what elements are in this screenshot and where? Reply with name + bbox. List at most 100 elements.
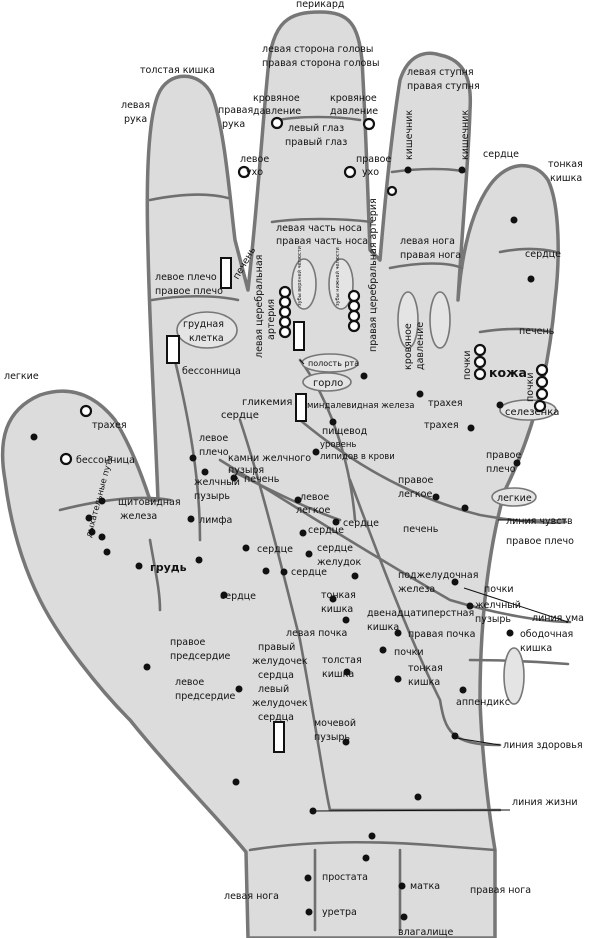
line-of-feelings [298,418,568,525]
label-trachea-1: трахея [428,398,463,409]
label-colon-2a: толстая [322,655,362,666]
label-glycemia: гликемия [242,397,292,408]
label-left-hand-1: левая [121,100,150,111]
label-left-lung-2: легкое [296,505,330,516]
label-intestine-1: кишечник [404,110,415,160]
label-kidneys-3: почки [394,647,424,658]
liver-marker [220,257,232,289]
label-right-head: правая сторона головы [262,58,379,69]
label-heart-2: сердце [221,410,259,421]
label-line-life: линия жизни [512,797,578,808]
label-vagina: влагалище [398,927,453,938]
insomnia-marker [166,335,180,364]
throat-oval [302,372,352,392]
label-chest-2: клетка [189,333,224,344]
label-left-nose: левая часть носа [276,223,362,234]
label-heart-top: сердце [483,149,519,160]
label-bladder-word: пузыря [228,465,264,476]
label-heart-4: сердце [308,525,344,536]
label-right-lung-2: легкое [398,489,432,500]
label-bp-left-1: кровяное [253,93,300,104]
label-heart-stomach-2: желудок [317,557,361,568]
label-bp-left-2: давление [253,106,301,117]
hand-outline [0,10,560,938]
label-right-leg: правая нога [400,250,461,261]
label-left-ventricle-1: левый [258,684,289,695]
bp-oval-left [397,291,419,349]
label-prostate: простата [322,872,368,883]
label-left-ventricle-3: сердца [258,712,294,723]
label-left-kidney: левая почка [286,628,347,639]
label-mouth: полость рта [308,359,359,368]
label-lungs: легкие [4,371,39,382]
label-right-kidney: правая почка [408,629,475,640]
label-esophagus: пищевод [322,426,368,437]
bladder-marker [273,721,285,753]
label-left-ventricle-2: желудочек [252,698,308,709]
bp-oval-right [429,291,451,349]
label-line-health: линия здоровья [503,740,583,751]
label-left-leg: левая нога [400,236,455,247]
label-trachea-2: трахея [92,420,127,431]
label-thyroid-2: железа [120,511,157,522]
label-intestine-2: кишечник [460,110,471,160]
label-right-ventricle-2: желудочек [252,656,308,667]
ring-markers [59,116,549,466]
label-right-cerebral: правая церебральная артерия [368,198,379,352]
label-small-int-4b: кишка [408,677,440,688]
lower-teeth-oval [328,258,354,310]
label-trachea-3: трахея [424,420,459,431]
finger-creases [148,115,558,334]
chest-oval [176,311,238,349]
label-left-eye: левый глаз [288,123,344,134]
label-small-int-1: тонкая [548,159,583,170]
label-lungs-2: легкие [497,493,532,504]
label-pancreas-1: поджелудочная [398,570,478,581]
label-line-mind: линия ума [532,613,584,624]
label-left-cerebral-2: артерия [266,299,277,340]
label-thyroid-1: щитовидная [118,497,181,508]
label-duodenum-2: кишка [367,622,399,633]
label-tonsil: миндалевидная железа [307,401,415,411]
organ-labels: перикард левая сторона головы правая сто… [4,0,584,938]
label-bladder-1: мочевой [314,718,356,729]
label-kidneys-1b: почки [525,372,536,402]
label-left-head: левая сторона головы [262,44,373,55]
label-chest-1: грудная [183,319,224,330]
dot-markers [30,166,535,921]
label-left-hand-2: рука [124,114,147,125]
label-sigmoid-2: кишка [520,643,552,654]
label-left-atrium-1: левое [175,677,204,688]
label-pericard: перикард [296,0,345,10]
label-uterus: матка [410,881,440,892]
label-appendix: аппендикс [456,697,510,708]
label-bp-oval-1: кровяное [403,323,414,370]
label-upper-teeth: зубы верхней челюсти [296,246,303,306]
leader-lines [299,359,569,812]
label-left-cerebral-1: левая церебральная [254,255,265,358]
label-bp-oval-2: давление [415,322,426,370]
label-insomnia-1: бессонница [182,366,241,377]
label-right-lung-1: правое [398,475,433,486]
label-left-lung-1: левое [300,492,329,503]
label-right-atrium-2: предсердие [170,651,230,662]
label-spleen: селезенка [505,407,559,418]
label-skin: кожа [489,365,527,380]
label-left-ear-2: ухо [246,167,263,178]
label-right-ear-1: правое [356,154,391,165]
organ-ovals [176,258,557,705]
label-right-foot: правая ступня [407,81,480,92]
rect-markers [166,257,307,753]
label-right-atrium-1: правое [170,637,205,648]
label-left-ear-1: левое [240,154,269,165]
label-left-foot: левая ступня [407,67,474,78]
label-liver-4: печень [403,524,439,535]
lungs-oval [491,487,537,507]
label-insomnia-2: бессонница [76,455,135,466]
label-right-leg-2: правая нога [470,885,531,896]
label-colon: толстая кишка [140,65,215,76]
label-kidneys-1: почки [462,350,473,380]
label-colon-2b: кишка [322,669,354,680]
label-right-shoulder-3a: правое [486,450,521,461]
